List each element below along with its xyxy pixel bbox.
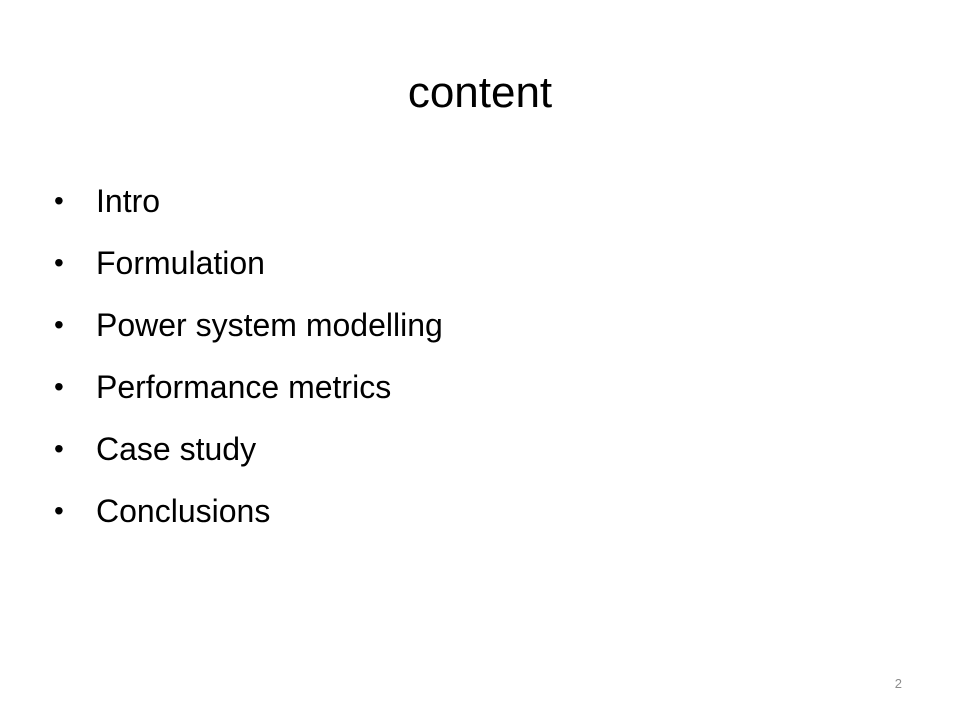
bullet-icon: • [54,433,64,464]
list-item-label: Performance metrics [96,368,392,405]
list-item-label: Power system modelling [96,306,443,343]
list-item: • Intro [54,170,443,232]
list-item-label: Case study [96,430,257,467]
bullet-list: • Intro • Formulation • Power system mod… [54,170,443,542]
list-item: • Case study [54,418,443,480]
list-item: • Formulation [54,232,443,294]
page-number: 2 [894,676,902,691]
bullet-icon: • [54,371,64,402]
bullet-icon: • [54,309,64,340]
slide-title: content [407,68,553,117]
list-item: • Performance metrics [54,356,443,418]
bullet-icon: • [54,185,64,216]
bullet-icon: • [54,495,64,526]
list-item: • Power system modelling [54,294,443,356]
list-item-label: Formulation [96,244,265,281]
list-item-label: Conclusions [96,492,271,529]
list-item-label: Intro [96,182,161,219]
list-item: • Conclusions [54,480,443,542]
bullet-icon: • [54,247,64,278]
